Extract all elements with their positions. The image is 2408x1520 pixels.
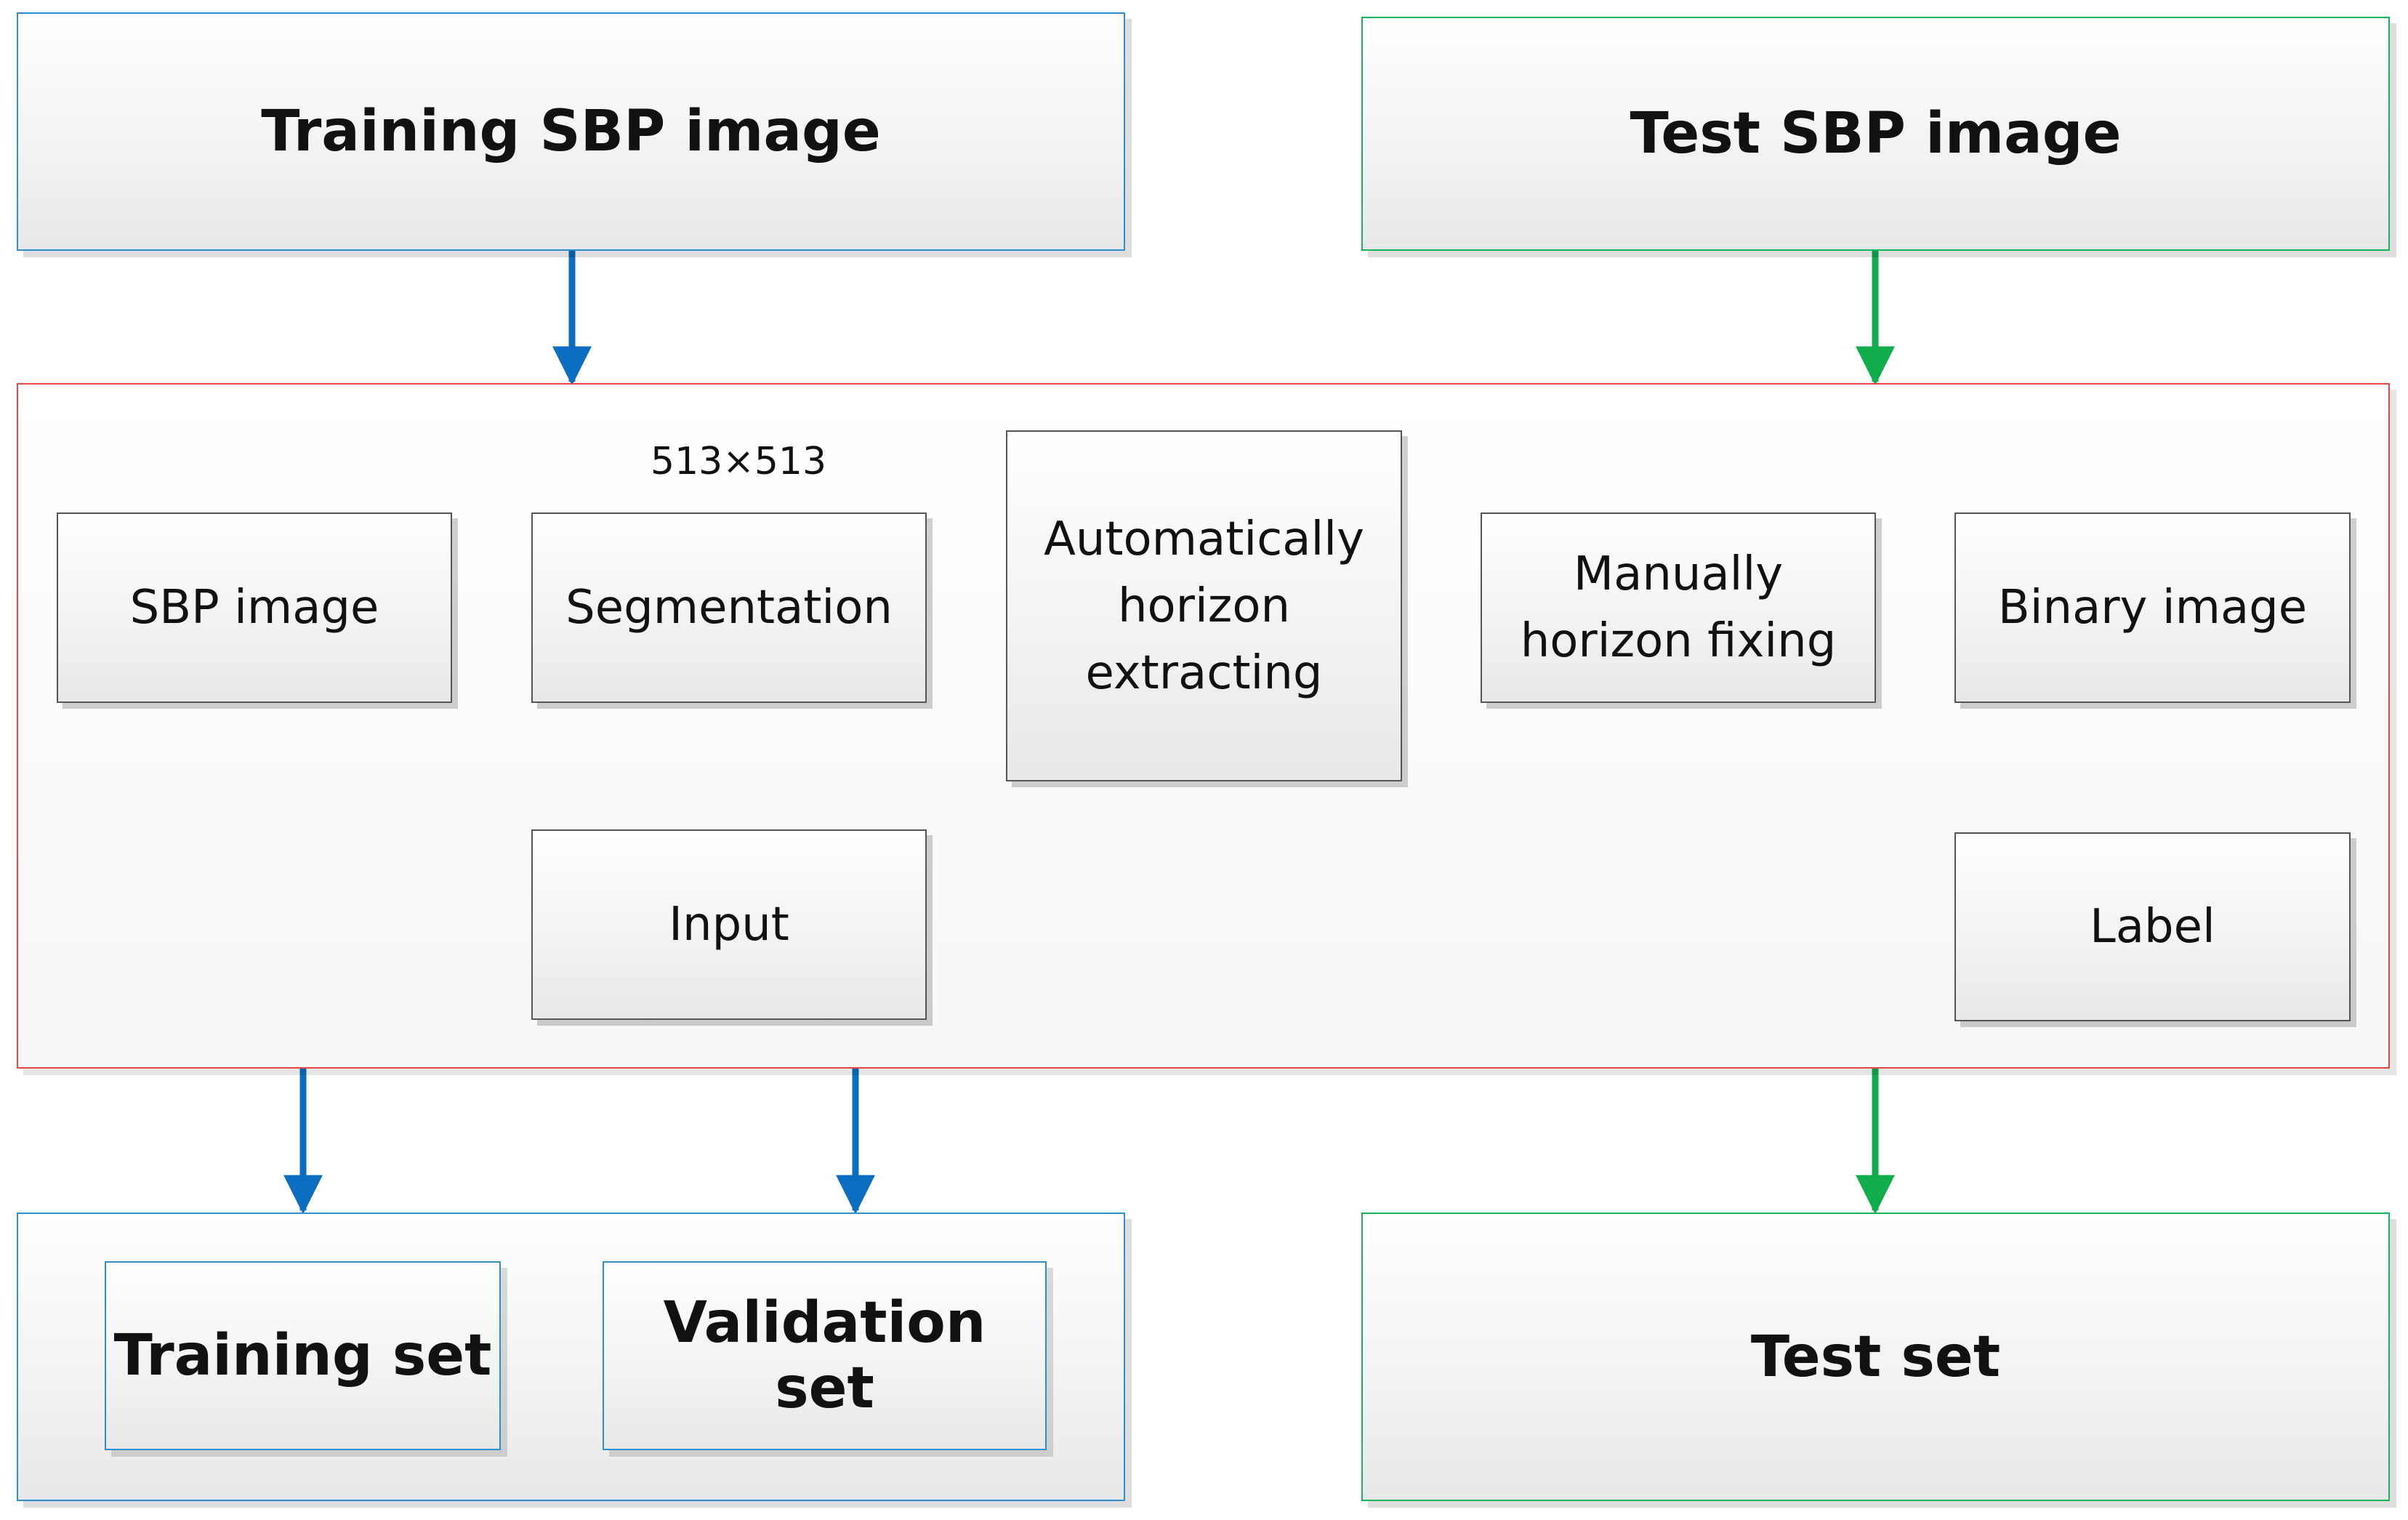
- segmentation-label: Segmentation: [565, 581, 893, 635]
- sbp-image-box: SBP image: [57, 512, 452, 703]
- manual-horizon-fixing-label: Manually horizon fixing: [1520, 547, 1837, 668]
- validation-set-label: Validation set: [663, 1290, 986, 1421]
- training-set-box: Training set: [105, 1261, 501, 1450]
- label-box: Label: [1954, 832, 2351, 1021]
- test-sbp-image-box: Test SBP image: [1361, 17, 2390, 251]
- validation-set-box: Validation set: [603, 1261, 1047, 1450]
- auto-horizon-extracting-label: Automatically horizon extracting: [1044, 512, 1364, 700]
- input-label: Input: [669, 898, 789, 952]
- test-set-box: Test set: [1361, 1213, 2390, 1501]
- binary-image-label: Binary image: [1997, 581, 2308, 635]
- test-set-label: Test set: [1750, 1324, 2001, 1390]
- segmentation-box: Segmentation: [531, 512, 927, 703]
- sbp-image-label: SBP image: [129, 581, 379, 635]
- input-box: Input: [531, 829, 927, 1020]
- training-sbp-image-box: Training SBP image: [17, 12, 1125, 251]
- auto-horizon-extracting-box: Automatically horizon extracting: [1006, 430, 1402, 781]
- test-sbp-image-label: Test SBP image: [1630, 101, 2122, 166]
- manual-horizon-fixing-box: Manually horizon fixing: [1481, 512, 1876, 703]
- label-label: Label: [2090, 900, 2215, 954]
- patch-size-label: 513×513: [651, 440, 827, 483]
- binary-image-box: Binary image: [1954, 512, 2351, 703]
- training-set-label: Training set: [113, 1323, 492, 1388]
- training-sbp-image-label: Training SBP image: [261, 99, 881, 164]
